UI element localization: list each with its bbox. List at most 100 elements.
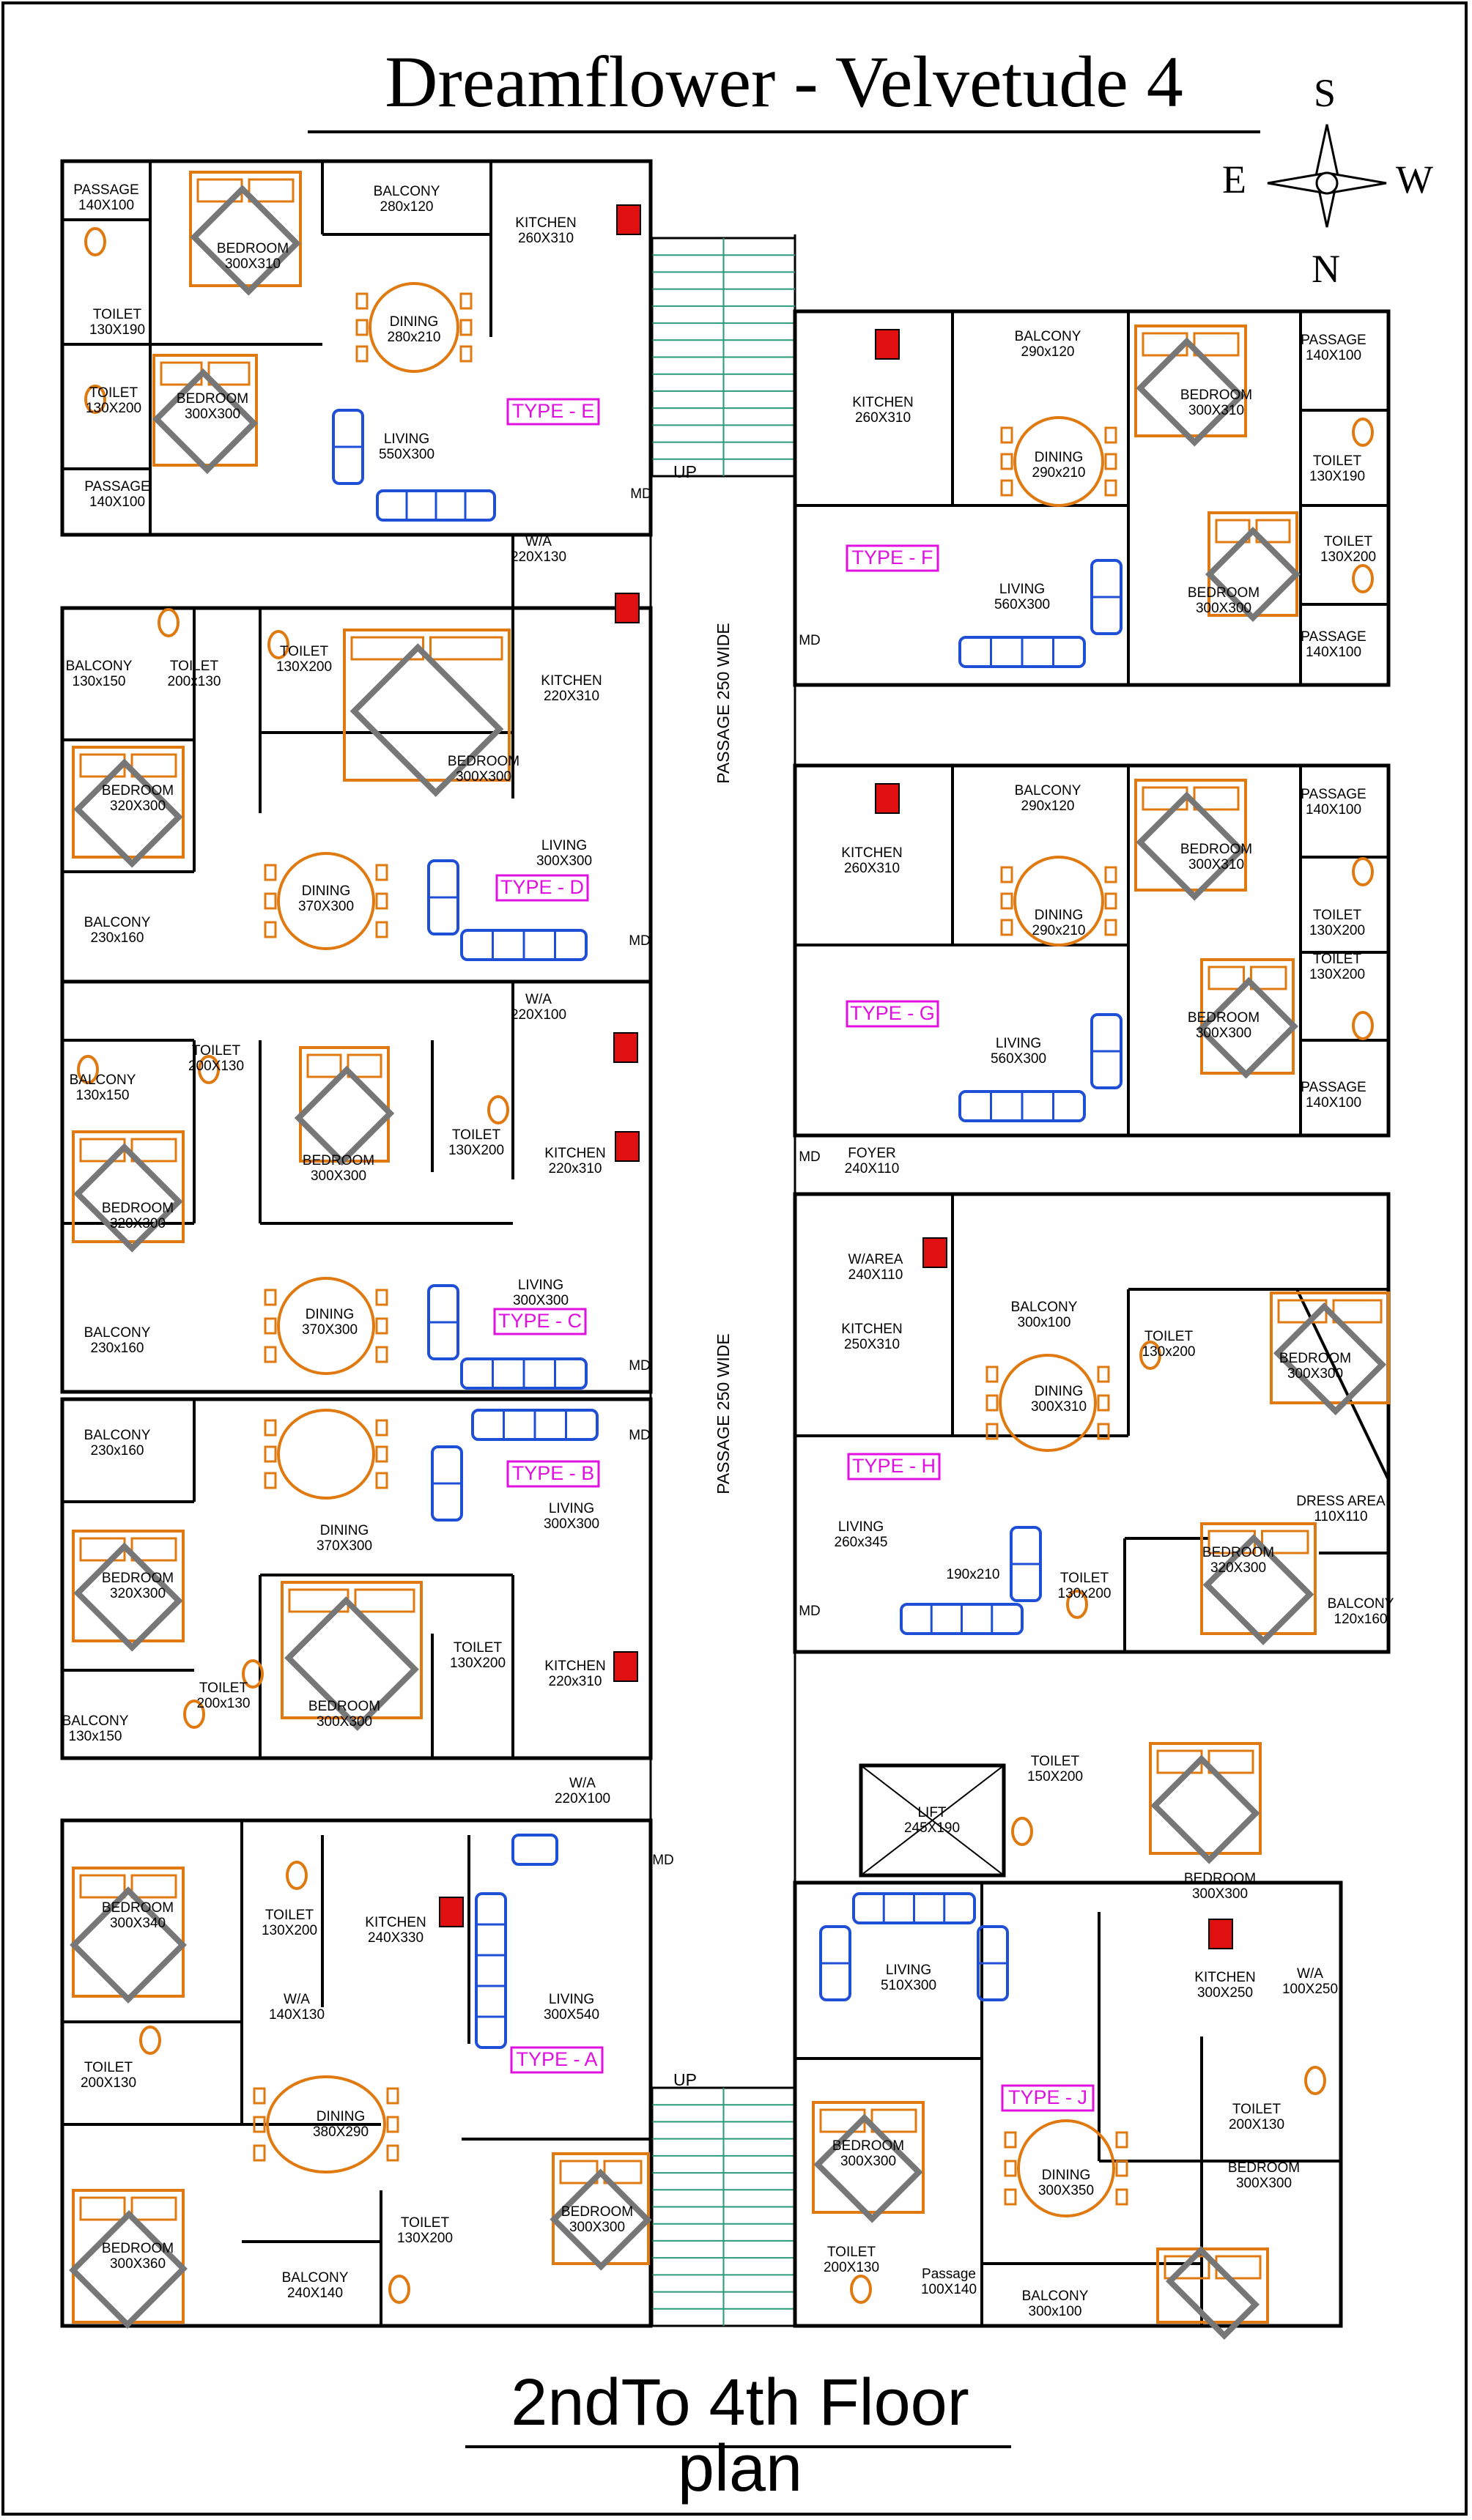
unit-type-b-outline — [60, 1397, 653, 1760]
compass-south-label: S — [1314, 71, 1336, 115]
type-j-room-size-9: 300X300 — [840, 2154, 896, 2169]
type-d-room-name-6: BEDROOM — [448, 754, 519, 769]
type-j-room-name-2: BEDROOM — [1184, 1871, 1256, 1886]
type-b-room-name-0: BALCONY — [84, 1428, 151, 1443]
type-j-room-size-8: 300X350 — [1038, 2183, 1094, 2198]
type-j-room-name-12: BALCONY — [1022, 2289, 1089, 2304]
type-g-room-size-10: 240X110 — [845, 1161, 900, 1176]
type-e-room-name-2: BALCONY — [374, 184, 440, 199]
type-d-room-name-7: LIVING — [541, 838, 587, 853]
type-f-room-size-4: 290x210 — [1032, 465, 1086, 481]
compass-rose-icon — [1267, 124, 1387, 228]
type-f-room-name-0: BALCONY — [1015, 329, 1081, 344]
type-e-room-name-8: LIVING — [384, 431, 429, 447]
type-a-room-name-9: BEDROOM — [561, 2204, 633, 2220]
passage-label-lower: PASSAGE 250 WIDE — [714, 1333, 733, 1494]
type-c-room-name-2: TOILET — [192, 1043, 241, 1059]
title-underline — [308, 130, 1260, 133]
unit-outlines — [60, 159, 1391, 2328]
unit-type-a-outline — [60, 1818, 653, 2328]
drawing-subtitle: 2ndTo 4th Floor plan — [511, 2366, 969, 2505]
unit-type-e-outline — [60, 159, 653, 537]
type-c-room-size-9: 230x160 — [91, 1341, 144, 1356]
type-b-room-size-9: 220X100 — [555, 1791, 610, 1806]
type-j-room-size-7: 300X300 — [1236, 2176, 1292, 2191]
type-f-room-size-5: 130X190 — [1309, 469, 1365, 484]
type-g-room-size-4: 290x210 — [1032, 923, 1086, 938]
type-g-room-size-7: 560X300 — [991, 1051, 1046, 1067]
type-c-md-label: MD — [629, 1358, 651, 1374]
type-b-room-name-2: LIVING — [549, 1501, 594, 1516]
type-d-room-name-5: BEDROOM — [102, 783, 174, 798]
type-g-room-name-9: PASSAGE — [1301, 1080, 1366, 1095]
type-j-room-name-8: DINING — [1042, 2168, 1091, 2183]
type-a-room-size-1: 130X200 — [262, 1923, 317, 1938]
type-g-room-name-2: KITCHEN — [841, 845, 902, 861]
type-j-room-size-12: 300x100 — [1029, 2304, 1082, 2319]
type-d-room-size-7: 300X300 — [536, 853, 592, 869]
type-c-room-size-8: 370X300 — [302, 1322, 358, 1338]
type-a-room-name-3: W/A — [284, 1992, 310, 2007]
type-h-room-name-0: W/AREA — [848, 1252, 903, 1267]
type-h-room-size-9: 130x200 — [1058, 1586, 1112, 1601]
type-a-room-name-7: BEDROOM — [102, 2241, 174, 2256]
type-j-room-size-3: 510X300 — [881, 1978, 936, 1993]
type-e-room-name-1: BEDROOM — [217, 241, 289, 256]
type-j-label: TYPE - J — [1008, 2086, 1087, 2108]
type-j-room-size-0: 245X190 — [904, 1820, 960, 1836]
type-d-room-name-9: BALCONY — [84, 915, 151, 930]
type-g-room-size-5: 130X200 — [1309, 923, 1365, 938]
type-h-room-size-10: 120x160 — [1334, 1612, 1388, 1627]
type-e-room-size-1: 300X310 — [225, 256, 281, 272]
type-f-room-size-3: 300X310 — [1188, 403, 1244, 418]
type-c-room-size-0: 220X100 — [511, 1007, 566, 1023]
type-j-room-size-10: 200X130 — [824, 2260, 879, 2275]
type-h-room-name-8: BEDROOM — [1202, 1545, 1274, 1560]
type-j-room-size-5: 100X250 — [1282, 1982, 1338, 1997]
type-h-room-name-7: LIVING — [838, 1519, 884, 1535]
type-e-md-label: MD — [630, 486, 652, 502]
type-a-label: TYPE - A — [516, 2048, 597, 2070]
type-j-room-name-5: W/A — [1297, 1966, 1323, 1982]
type-d-room-name-3: TOILET — [280, 644, 329, 659]
type-b-label: TYPE - B — [512, 1462, 595, 1484]
type-b-room-size-4: 130X200 — [450, 1656, 506, 1671]
type-f-label: TYPE - F — [851, 546, 933, 568]
type-a-room-size-4: 300X540 — [544, 2007, 599, 2023]
type-a-room-name-2: KITCHEN — [365, 1915, 426, 1930]
type-a-md-label: MD — [652, 1853, 674, 1868]
type-j-room-name-7: BEDROOM — [1228, 2160, 1300, 2176]
type-d-room-name-8: DINING — [302, 883, 351, 899]
type-g-room-name-4: DINING — [1035, 908, 1084, 923]
type-b-room-size-1: 370X300 — [317, 1538, 372, 1554]
type-g-room-name-1: PASSAGE — [1301, 787, 1366, 802]
type-j-room-name-3: LIVING — [886, 1963, 931, 1978]
type-j-room-size-1: 150X200 — [1027, 1769, 1083, 1785]
unit-type-j-outline — [793, 1880, 1343, 2328]
type-c-room-name-5: KITCHEN — [544, 1146, 605, 1161]
type-b-room-size-8: 130x150 — [69, 1729, 122, 1744]
type-b-room-name-8: BALCONY — [62, 1713, 129, 1729]
type-a-room-name-0: BEDROOM — [102, 1900, 174, 1916]
type-f-room-size-7: 560X300 — [994, 597, 1050, 612]
type-h-room-name-5: DINING — [1035, 1384, 1084, 1399]
type-h-room-size-2: 130x200 — [1142, 1344, 1196, 1360]
type-d-room-size-6: 300X300 — [456, 769, 511, 785]
type-g-room-size-8: 300X300 — [1196, 1026, 1251, 1041]
type-c-room-name-0: W/A — [525, 992, 552, 1007]
type-h-room-name-2: TOILET — [1144, 1329, 1194, 1344]
type-f-room-size-1: 140X100 — [1306, 348, 1361, 363]
type-b-room-size-5: 220x310 — [549, 1674, 602, 1689]
type-e-room-size-4: 130X190 — [89, 322, 145, 338]
type-d-room-name-0: W/A — [525, 534, 552, 549]
type-e-room-size-7: 300X300 — [185, 407, 240, 422]
type-h-room-size-7: 260x345 — [835, 1535, 888, 1550]
type-j-room-name-10: TOILET — [827, 2245, 876, 2260]
type-e-room-size-2: 280x120 — [380, 199, 434, 215]
type-e-room-size-3: 260X310 — [518, 231, 574, 246]
type-h-room-size-3: 300X300 — [1287, 1366, 1343, 1382]
type-c-room-size-7: 300X300 — [513, 1293, 569, 1308]
type-h-room-name-3: BEDROOM — [1279, 1351, 1351, 1366]
type-h-extra-size: 190x210 — [947, 1567, 1000, 1582]
